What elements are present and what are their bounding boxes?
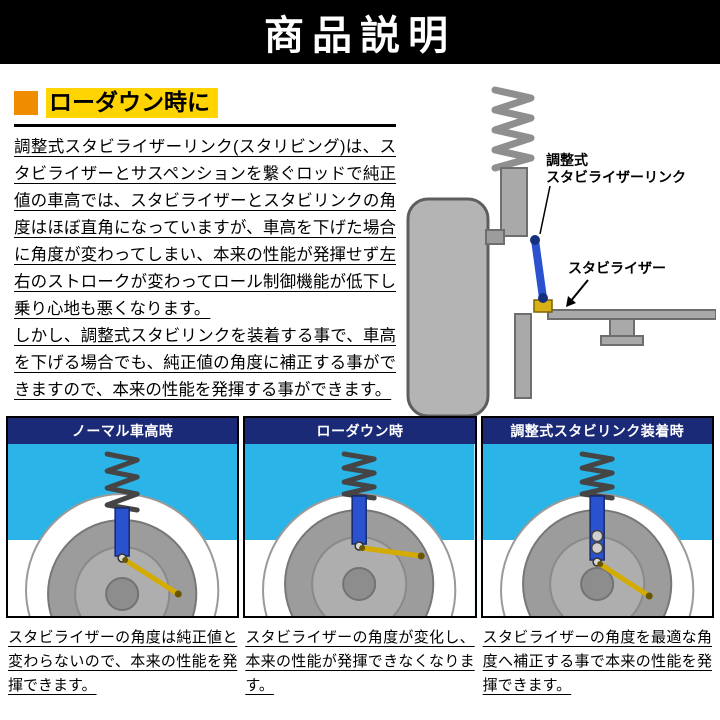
- panel-normal-height: ノーマル車高時: [6, 416, 240, 618]
- caption-adjustable-link: スタビライザーの角度を最適な角度へ補正する事で本来の性能を発揮できます。: [481, 626, 714, 698]
- panel-normal-height-illustration: [8, 444, 238, 616]
- panel-adjustable-link-title: 調整式スタビリンク装着時: [482, 418, 712, 444]
- top-section: ローダウン時に 調整式スタビライザーリンク(スタリビング)は、スタビライザーとサ…: [0, 64, 720, 416]
- section-heading: ローダウン時に: [14, 88, 396, 127]
- intro-paragraph-2: しかし、調整式スタビリンクを装着する事で、車高を下げる場合でも、純正値の角度に補…: [14, 327, 396, 399]
- banner: 商品説明: [0, 0, 720, 64]
- caption-lowered-text: スタビライザーの角度が変化し、本来の性能が発揮できなくなります。: [245, 629, 475, 694]
- adjustable-link-label-line1: 調整式: [546, 152, 588, 168]
- page-title: 商品説明: [264, 14, 456, 58]
- comparison-panels: ノーマル車高時 ローダウン時: [6, 416, 714, 618]
- suspension-diagram-graphic: [406, 86, 716, 416]
- panel-lowered: ローダウン時: [243, 416, 477, 618]
- panel-normal-height-title: ノーマル車高時: [8, 418, 238, 444]
- suspension-diagram: 調整式 スタビライザーリンク スタビライザー: [398, 74, 716, 416]
- adjustable-link-label: 調整式 スタビライザーリンク: [546, 152, 686, 186]
- section-heading-label: ローダウン時に: [46, 88, 218, 118]
- adjustable-link-label-line2: スタビライザーリンク: [546, 169, 686, 185]
- panel-adjustable-link-illustration: [482, 444, 712, 616]
- panel-adjustable-link: 調整式スタビリンク装着時: [480, 416, 714, 618]
- intro-text: 調整式スタビライザーリンク(スタリビング)は、スタビライザーとサスペンションを繋…: [14, 134, 396, 404]
- panel-lowered-illustration: [245, 444, 475, 616]
- wheel-well-lowered-graphic: [245, 444, 475, 616]
- caption-normal-height-text: スタビライザーの角度は純正値と変わらないので、本来の性能を発揮できます。: [8, 629, 238, 694]
- caption-adjustable-link-text: スタビライザーの角度を最適な角度へ補正する事で本来の性能を発揮できます。: [482, 629, 712, 694]
- panel-captions: スタビライザーの角度は純正値と変わらないので、本来の性能を発揮できます。 スタビ…: [6, 626, 714, 698]
- caption-normal-height: スタビライザーの角度は純正値と変わらないので、本来の性能を発揮できます。: [6, 626, 239, 698]
- panel-lowered-title: ローダウン時: [245, 418, 475, 444]
- heading-bullet-square: [14, 90, 38, 115]
- wheel-well-adjusted-graphic: [482, 444, 712, 616]
- wheel-well-normal-graphic: [8, 444, 238, 616]
- stabilizer-label: スタビライザー: [568, 260, 666, 276]
- caption-lowered: スタビライザーの角度が変化し、本来の性能が発揮できなくなります。: [243, 626, 476, 698]
- intro-paragraph-1: 調整式スタビライザーリンク(スタリビング)は、スタビライザーとサスペンションを繋…: [14, 138, 396, 318]
